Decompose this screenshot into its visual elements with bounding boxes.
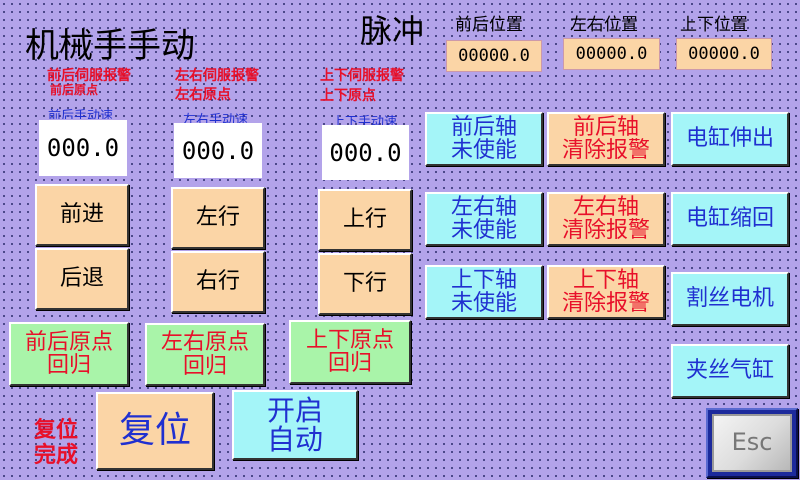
fb-enable-button[interactable]: 前后轴 未使能 [425, 112, 543, 166]
ud-home-button[interactable]: 上下原点 回归 [289, 320, 411, 384]
fb-servo-alarm: 前后伺服报警 [47, 68, 131, 84]
pulse-label: 脉冲 [360, 12, 425, 50]
right-button[interactable]: 右行 [171, 251, 265, 313]
fb-home-button[interactable]: 前后原点 回归 [9, 322, 129, 386]
lr-clear-alarm-button[interactable]: 左右轴 清除报警 [547, 192, 665, 246]
esc-button[interactable]: Esc [706, 408, 798, 478]
page-title: 机械手手动 [25, 26, 195, 66]
lr-home-button[interactable]: 左右原点 回归 [145, 323, 265, 386]
fb-speed-label: 前后手动速 [48, 109, 114, 119]
wire-cut-motor-button[interactable]: 割丝电机 [671, 272, 789, 326]
lr-origin: 左右原点 [175, 87, 231, 103]
lr-speed-input[interactable]: 000.0 [174, 123, 262, 178]
lr-position-value: 00000.0 [563, 38, 660, 70]
esc-key-icon: Esc [712, 414, 792, 472]
ud-origin: 上下原点 [320, 88, 376, 104]
backward-button[interactable]: 后退 [35, 248, 129, 310]
ud-enable-button[interactable]: 上下轴 未使能 [425, 265, 543, 319]
down-button[interactable]: 下行 [318, 253, 412, 315]
lr-enable-button[interactable]: 左右轴 未使能 [425, 192, 543, 246]
lr-position-label: 左右位置 [570, 15, 638, 35]
fb-origin: 前后原点 [50, 83, 99, 97]
fb-position-label: 前后位置 [455, 15, 523, 35]
lr-servo-alarm: 左右伺服报警 [175, 68, 259, 84]
up-button[interactable]: 上行 [318, 189, 412, 251]
ud-position-value: 00000.0 [676, 38, 772, 70]
ud-servo-alarm: 上下伺服报警 [320, 68, 404, 84]
reset-button[interactable]: 复位 [96, 392, 214, 470]
cylinder-retract-button[interactable]: 电缸缩回 [671, 192, 789, 246]
fb-clear-alarm-button[interactable]: 前后轴 清除报警 [547, 112, 665, 166]
fb-position-value: 00000.0 [446, 40, 542, 72]
reset-done-indicator: 复位 完成 [34, 418, 79, 469]
cylinder-extend-button[interactable]: 电缸伸出 [671, 112, 789, 166]
ud-clear-alarm-button[interactable]: 上下轴 清除报警 [547, 265, 665, 319]
ud-speed-input[interactable]: 000.0 [322, 125, 409, 180]
left-button[interactable]: 左行 [171, 187, 265, 249]
forward-button[interactable]: 前进 [35, 184, 129, 246]
ud-speed-label: 上下手动速 [332, 115, 398, 125]
auto-start-button[interactable]: 开启 自动 [232, 390, 358, 460]
fb-speed-input[interactable]: 000.0 [39, 120, 127, 176]
lr-speed-label: 左右手动速 [183, 113, 249, 123]
wire-clamp-cylinder-button[interactable]: 夹丝气缸 [671, 344, 789, 398]
ud-position-label: 上下位置 [680, 15, 748, 35]
